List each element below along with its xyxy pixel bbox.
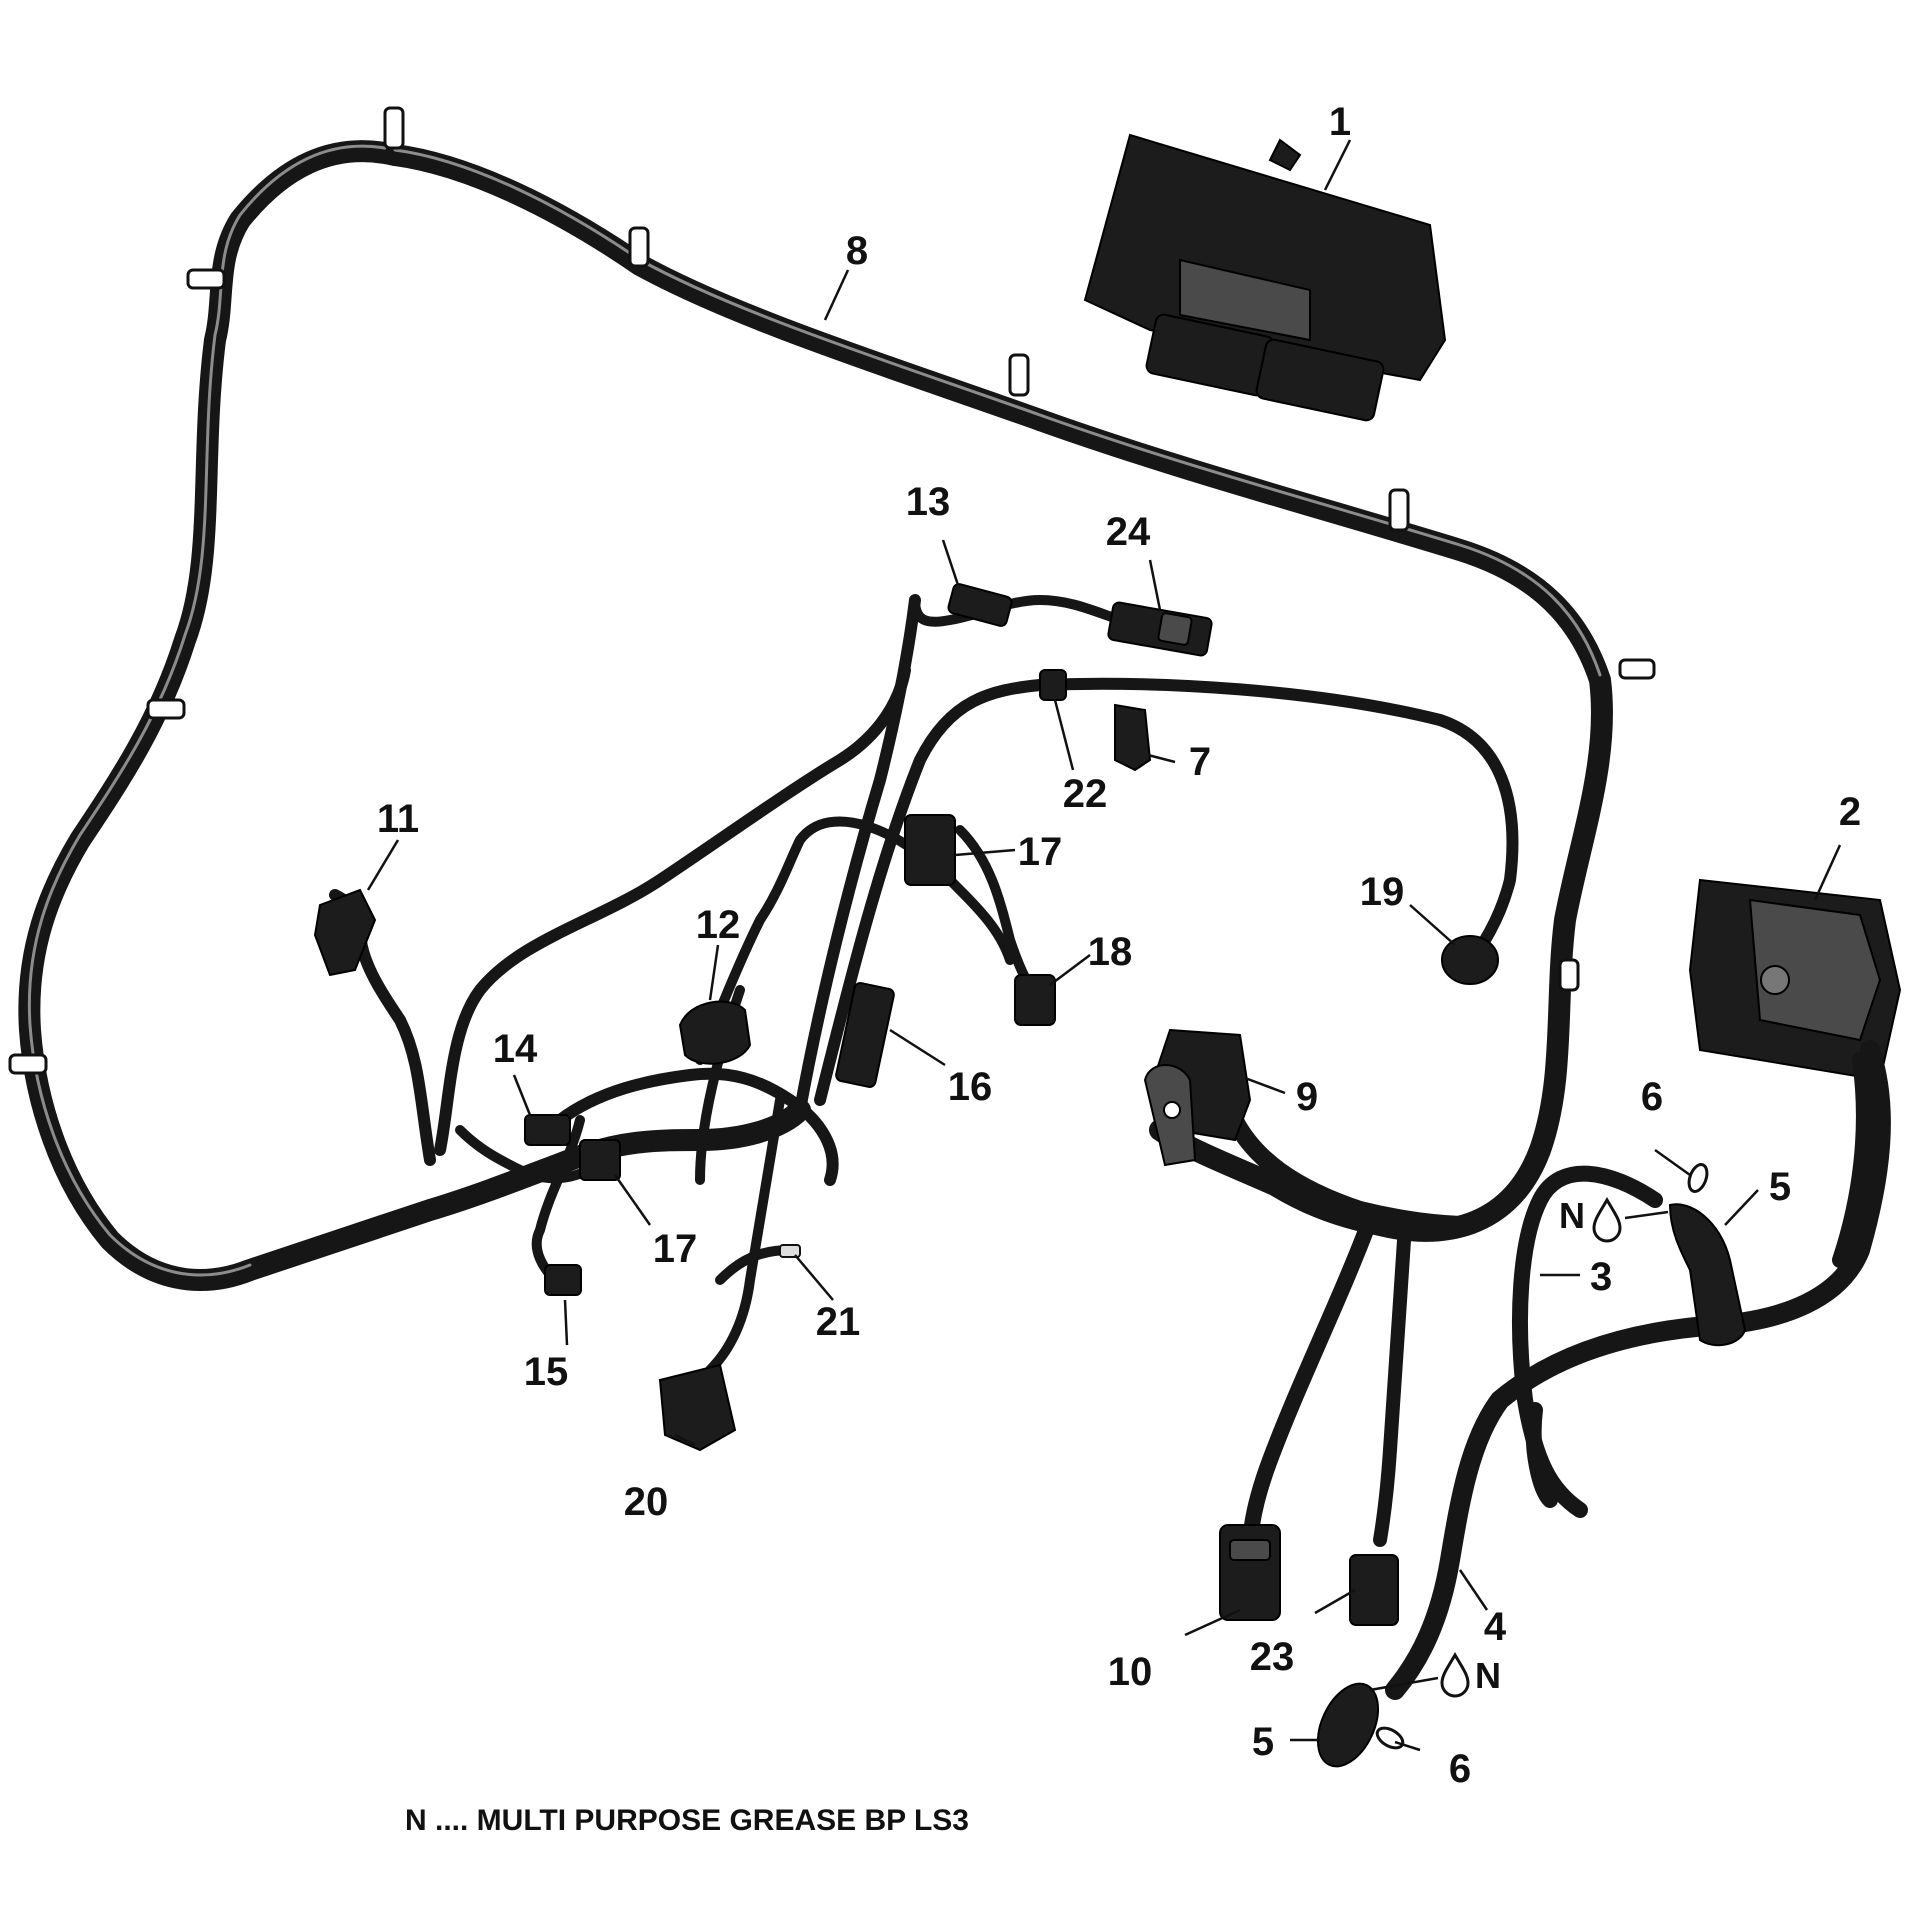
- connector-21: [779, 1244, 801, 1258]
- callout-19: 19: [1360, 870, 1405, 914]
- connector-14: [524, 1114, 571, 1146]
- callout-5-upper: 5: [1769, 1165, 1791, 1209]
- connector-17-upper: [904, 814, 956, 886]
- connector-7: [1114, 703, 1152, 772]
- connector-10: [1219, 1524, 1281, 1621]
- callout-8: 8: [846, 229, 868, 273]
- connector-19: [1441, 935, 1499, 985]
- callout-10: 10: [1108, 1650, 1153, 1694]
- ecm-module: [1083, 133, 1447, 422]
- callout-11: 11: [377, 797, 419, 841]
- leader-lines: [366, 139, 1842, 1752]
- callout-18: 18: [1088, 930, 1133, 974]
- callout-7: 7: [1189, 740, 1211, 784]
- regulator-part-2: [1385, 878, 1902, 1700]
- connector-11: [313, 888, 377, 977]
- grease-drop-icon: [1440, 1652, 1470, 1698]
- grease-letter-lower: N: [1475, 1655, 1501, 1696]
- cable-part-3: [1512, 1165, 1663, 1518]
- connector-16: [835, 982, 895, 1088]
- grease-marker-upper: N: [1559, 1195, 1669, 1243]
- clamp-part-6-upper: [1687, 1163, 1709, 1193]
- callout-2: 2: [1839, 790, 1861, 834]
- callout-6-upper: 6: [1641, 1075, 1663, 1119]
- callout-12: 12: [696, 903, 741, 947]
- callout-3: 3: [1590, 1255, 1612, 1299]
- clamp-part-6-lower: [1375, 1726, 1405, 1750]
- grease-marker-lower: N: [1369, 1652, 1501, 1698]
- callout-9: 9: [1296, 1075, 1318, 1119]
- boot-part-5-upper: [1668, 1203, 1747, 1347]
- connector-15: [544, 1264, 582, 1296]
- callout-1: 1: [1329, 100, 1351, 144]
- connector-12: [678, 1000, 752, 1065]
- callout-20: 20: [624, 1480, 669, 1524]
- callout-5-lower: 5: [1252, 1720, 1274, 1764]
- grease-footnote: N .... MULTI PURPOSE GREASE BP LS3: [405, 1804, 969, 1837]
- callout-16: 16: [948, 1065, 993, 1109]
- grease-drop-icon: [1592, 1197, 1622, 1243]
- connector-23: [1349, 1554, 1399, 1626]
- callout-14: 14: [493, 1027, 538, 1071]
- callout-13: 13: [906, 480, 951, 524]
- connector-9: [1143, 1028, 1252, 1167]
- connector-22: [1039, 669, 1067, 701]
- inner-harness: [329, 594, 1519, 1558]
- connector-24: [1107, 601, 1213, 657]
- callout-6-lower: 6: [1449, 1747, 1471, 1791]
- connector-13: [947, 583, 1013, 627]
- boot-part-5-lower: [1316, 1682, 1380, 1768]
- callout-labels: 1 2 3 4 5 5 6 6 7 8 9 10 11 12 13 14 15 …: [377, 100, 1861, 1791]
- connector-20: [658, 1363, 737, 1452]
- callout-15: 15: [524, 1350, 569, 1394]
- callout-22: 22: [1063, 772, 1108, 816]
- callout-17-upper: 17: [1018, 830, 1063, 874]
- callout-17-lower: 17: [653, 1227, 698, 1271]
- harness-clips: [8, 106, 1656, 1075]
- callout-23: 23: [1250, 1635, 1295, 1679]
- callout-21: 21: [816, 1300, 861, 1344]
- callout-24: 24: [1106, 510, 1151, 554]
- connector-17-lower: [579, 1139, 621, 1181]
- grease-letter-upper: N: [1559, 1195, 1585, 1236]
- connector-18: [1014, 974, 1056, 1026]
- callout-4: 4: [1484, 1605, 1507, 1649]
